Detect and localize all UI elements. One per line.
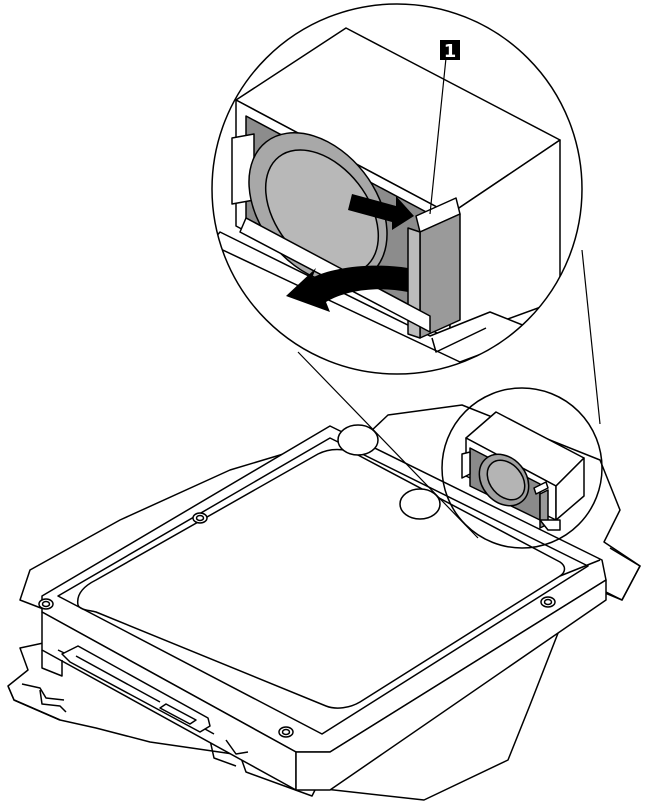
drive-bracket-and-hard-drive [7,404,641,801]
callout-leader [429,57,447,215]
magnified-speaker-inset [212,4,582,374]
detail-locator-circle [441,387,603,549]
magnifier-leader-lines [297,249,601,539]
callout-badge-1: 1 [440,40,460,62]
drive-screw-holes [38,424,556,738]
pivot-arrow [286,265,408,312]
callout-label: 1 [444,41,457,62]
magnifier-circle [211,3,583,375]
callout-badge-box [440,40,460,60]
slide-arrow [348,194,414,230]
hard-disk-drive [41,425,607,791]
speaker-small [461,411,585,531]
